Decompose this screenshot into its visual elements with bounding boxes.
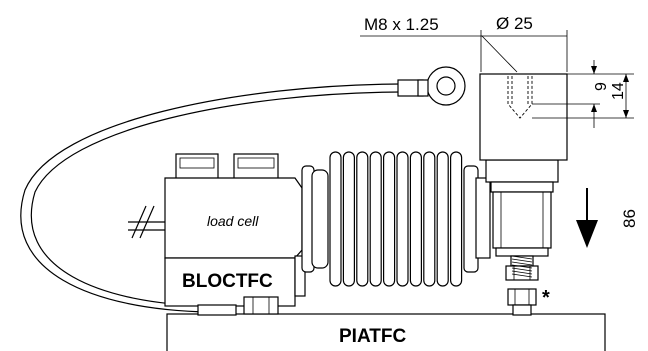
thread-hatching	[511, 255, 533, 278]
plate-label: PIATFC	[339, 326, 406, 347]
bellows-rib	[342, 151, 355, 287]
asterisk-label: *	[542, 287, 550, 309]
bloc-label: BLOCTFC	[182, 271, 273, 292]
top-block	[479, 73, 568, 161]
bellows-rib	[409, 151, 422, 287]
bellows-rib	[436, 151, 449, 287]
dimension-86: 86	[620, 209, 639, 228]
dimension-9: 9	[593, 82, 610, 91]
bellows	[301, 151, 491, 287]
stud-assembly	[485, 159, 559, 316]
thread-label: M8 x 1.25	[364, 15, 439, 34]
bellows-rib	[329, 151, 342, 287]
dimension-14: 14	[610, 82, 627, 100]
base-plate	[166, 313, 606, 351]
bellows-rib	[369, 151, 382, 287]
bellows-rib	[396, 151, 409, 287]
base-fittings	[197, 296, 279, 316]
load-arrow	[576, 188, 598, 248]
bellows-rib	[356, 151, 369, 287]
diameter-label: Ø 25	[496, 14, 533, 33]
bellows-rib	[450, 151, 463, 287]
bellows-rib	[423, 151, 436, 287]
load-cell-label: load cell	[207, 213, 259, 229]
dimension-lines	[360, 30, 634, 128]
bellows-rib	[383, 151, 396, 287]
ground-cable	[20, 66, 466, 313]
